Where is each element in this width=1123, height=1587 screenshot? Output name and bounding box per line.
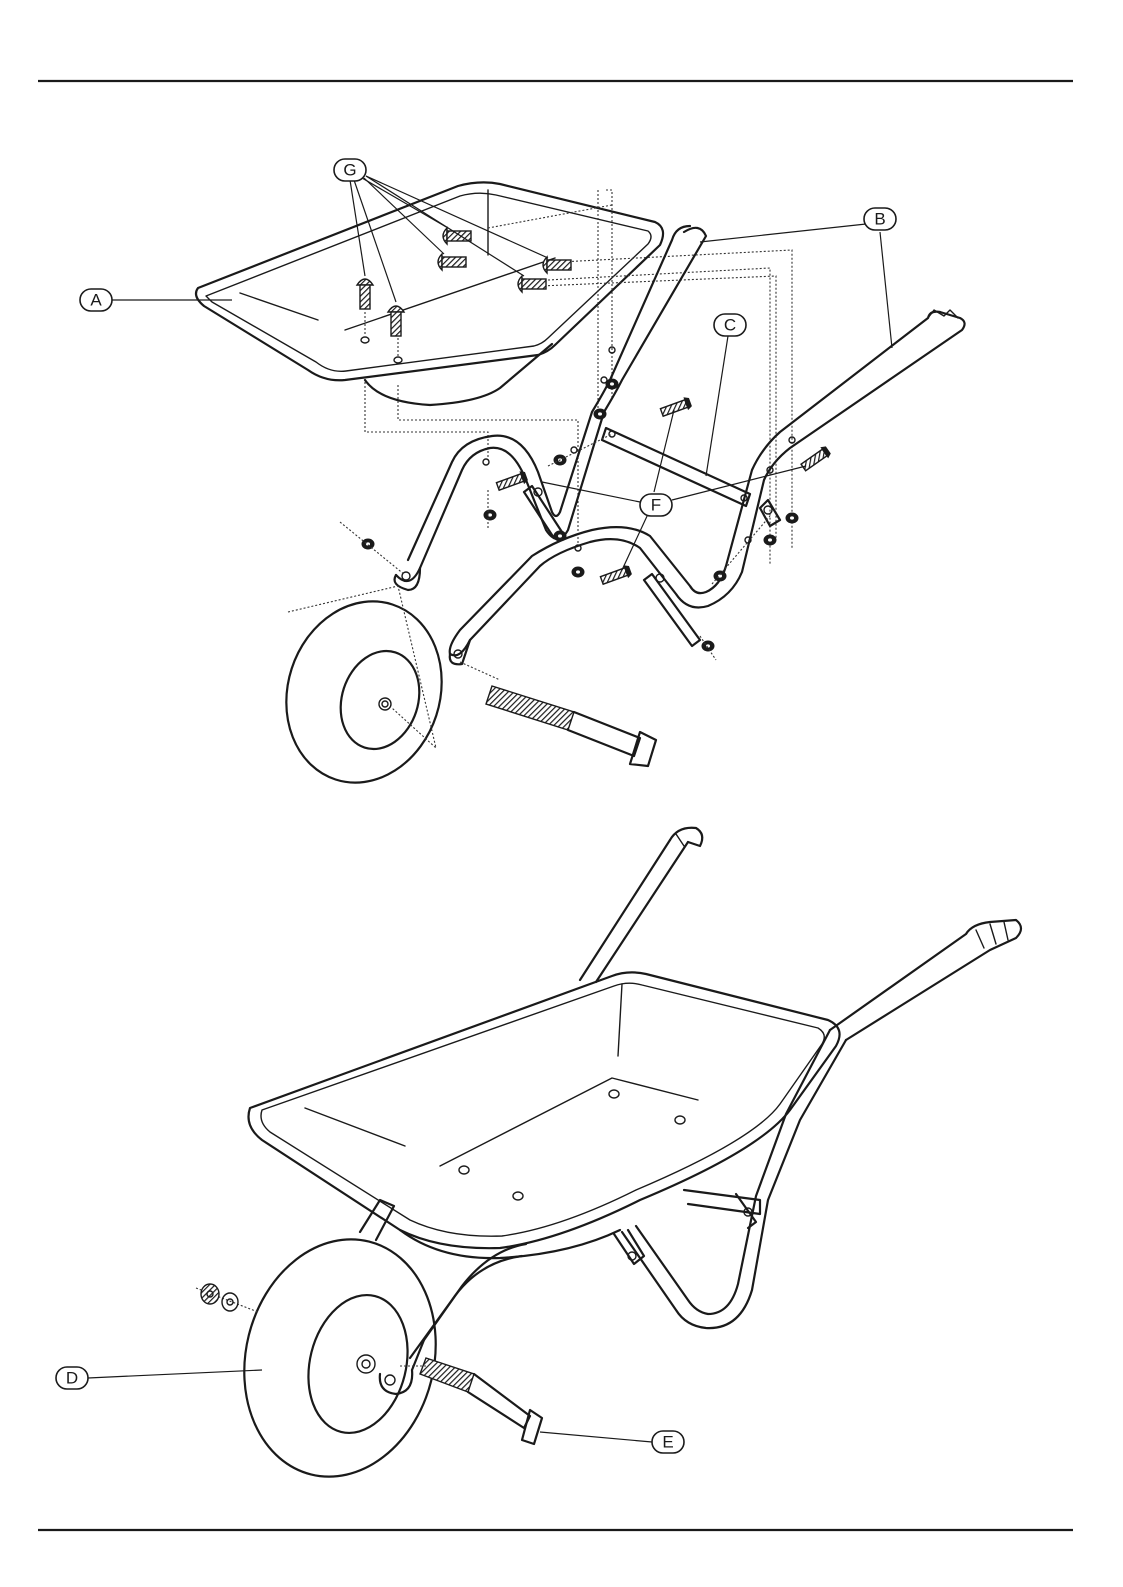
axle-assembled <box>400 1358 542 1444</box>
wheel-assembled <box>220 1219 460 1497</box>
callout-e-label: E <box>662 1433 673 1452</box>
f-bolt-3 <box>600 565 632 587</box>
nut-10 <box>764 535 776 545</box>
nut-1 <box>606 379 618 389</box>
nut-6 <box>572 567 584 577</box>
g-bolt-6 <box>518 276 546 292</box>
wheel-exploded <box>263 581 500 803</box>
nut-4 <box>484 510 496 520</box>
axle-exploded <box>486 686 656 766</box>
nut-9 <box>786 513 798 523</box>
callout-g-label: G <box>343 161 356 180</box>
callout-a: A <box>80 289 232 311</box>
f-bolt-2 <box>660 397 692 419</box>
callout-f-label: F <box>651 496 661 515</box>
nut-11 <box>362 539 374 549</box>
g-bolt-5 <box>543 257 571 273</box>
callout-a-label: A <box>90 291 102 310</box>
g-bolt-4 <box>438 254 466 270</box>
axle-nut-assembled <box>196 1284 258 1312</box>
handle-far-assembled <box>580 828 702 982</box>
assembled-view <box>196 828 1021 1497</box>
callout-c: C <box>706 314 746 476</box>
g-bolt-2 <box>388 306 404 336</box>
g-bolt-1 <box>357 279 373 309</box>
callout-d: D <box>56 1367 262 1389</box>
g-bolt-3 <box>443 228 471 244</box>
callout-f: F <box>542 410 806 570</box>
callout-b-label: B <box>874 210 885 229</box>
cross-brace-exploded <box>602 428 750 506</box>
exploded-view <box>196 182 965 803</box>
callout-e: E <box>540 1431 684 1453</box>
handle-left-exploded <box>395 226 707 590</box>
nut-8 <box>702 641 714 651</box>
nut-2 <box>594 409 606 419</box>
f-bolt-4 <box>800 445 831 472</box>
callout-d-label: D <box>66 1369 78 1388</box>
nut-5 <box>554 531 566 541</box>
f-bolt-1 <box>496 471 528 493</box>
callout-c-label: C <box>724 316 736 335</box>
